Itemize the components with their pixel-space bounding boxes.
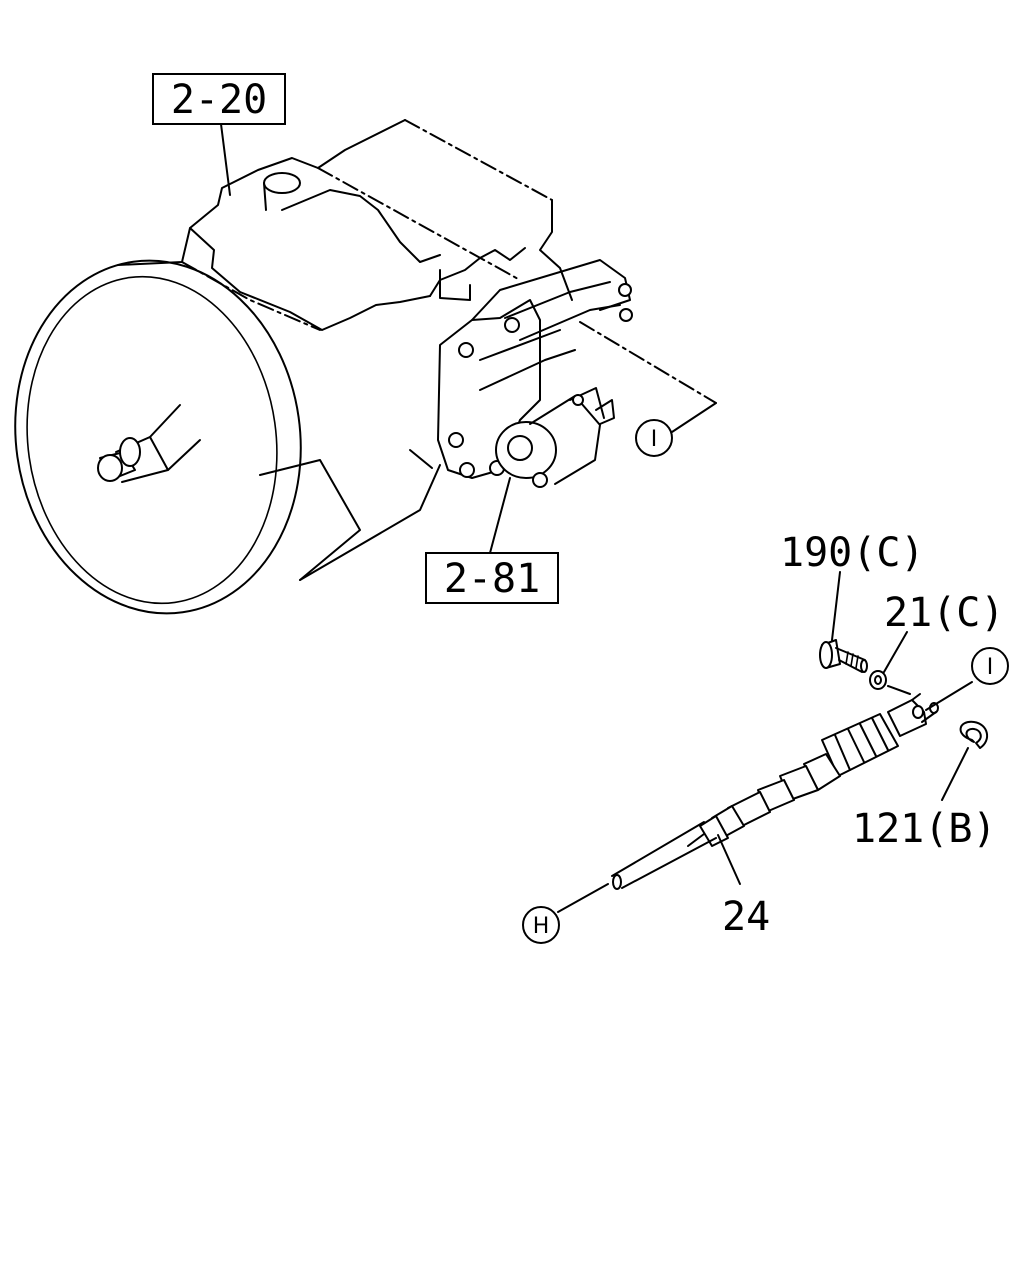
part-labels: 190(C) 21(C) 121(B) 24 [722,530,1004,940]
callout-circle-i-right-text: I [987,655,994,680]
part-label-121: 121(B) [852,806,997,852]
callout-circle-i-right: I [971,647,1009,685]
reference-box-2-20: 2-20 [152,73,286,196]
part-label-190: 190(C) [780,530,925,576]
callout-circle-h: H [522,883,609,944]
transmission-assembly [14,119,717,615]
part-label-21: 21(C) [884,590,1004,636]
reference-label-2-81: 2-81 [444,556,540,602]
part-label-24: 24 [722,894,770,940]
callout-circle-i-top: I [635,419,673,457]
callout-circle-i-top-text: I [651,427,658,452]
cable-assembly [611,571,989,890]
reference-box-2-81: 2-81 [409,449,559,604]
reference-label-2-20: 2-20 [171,77,267,123]
callout-circle-h-text: H [533,914,550,939]
